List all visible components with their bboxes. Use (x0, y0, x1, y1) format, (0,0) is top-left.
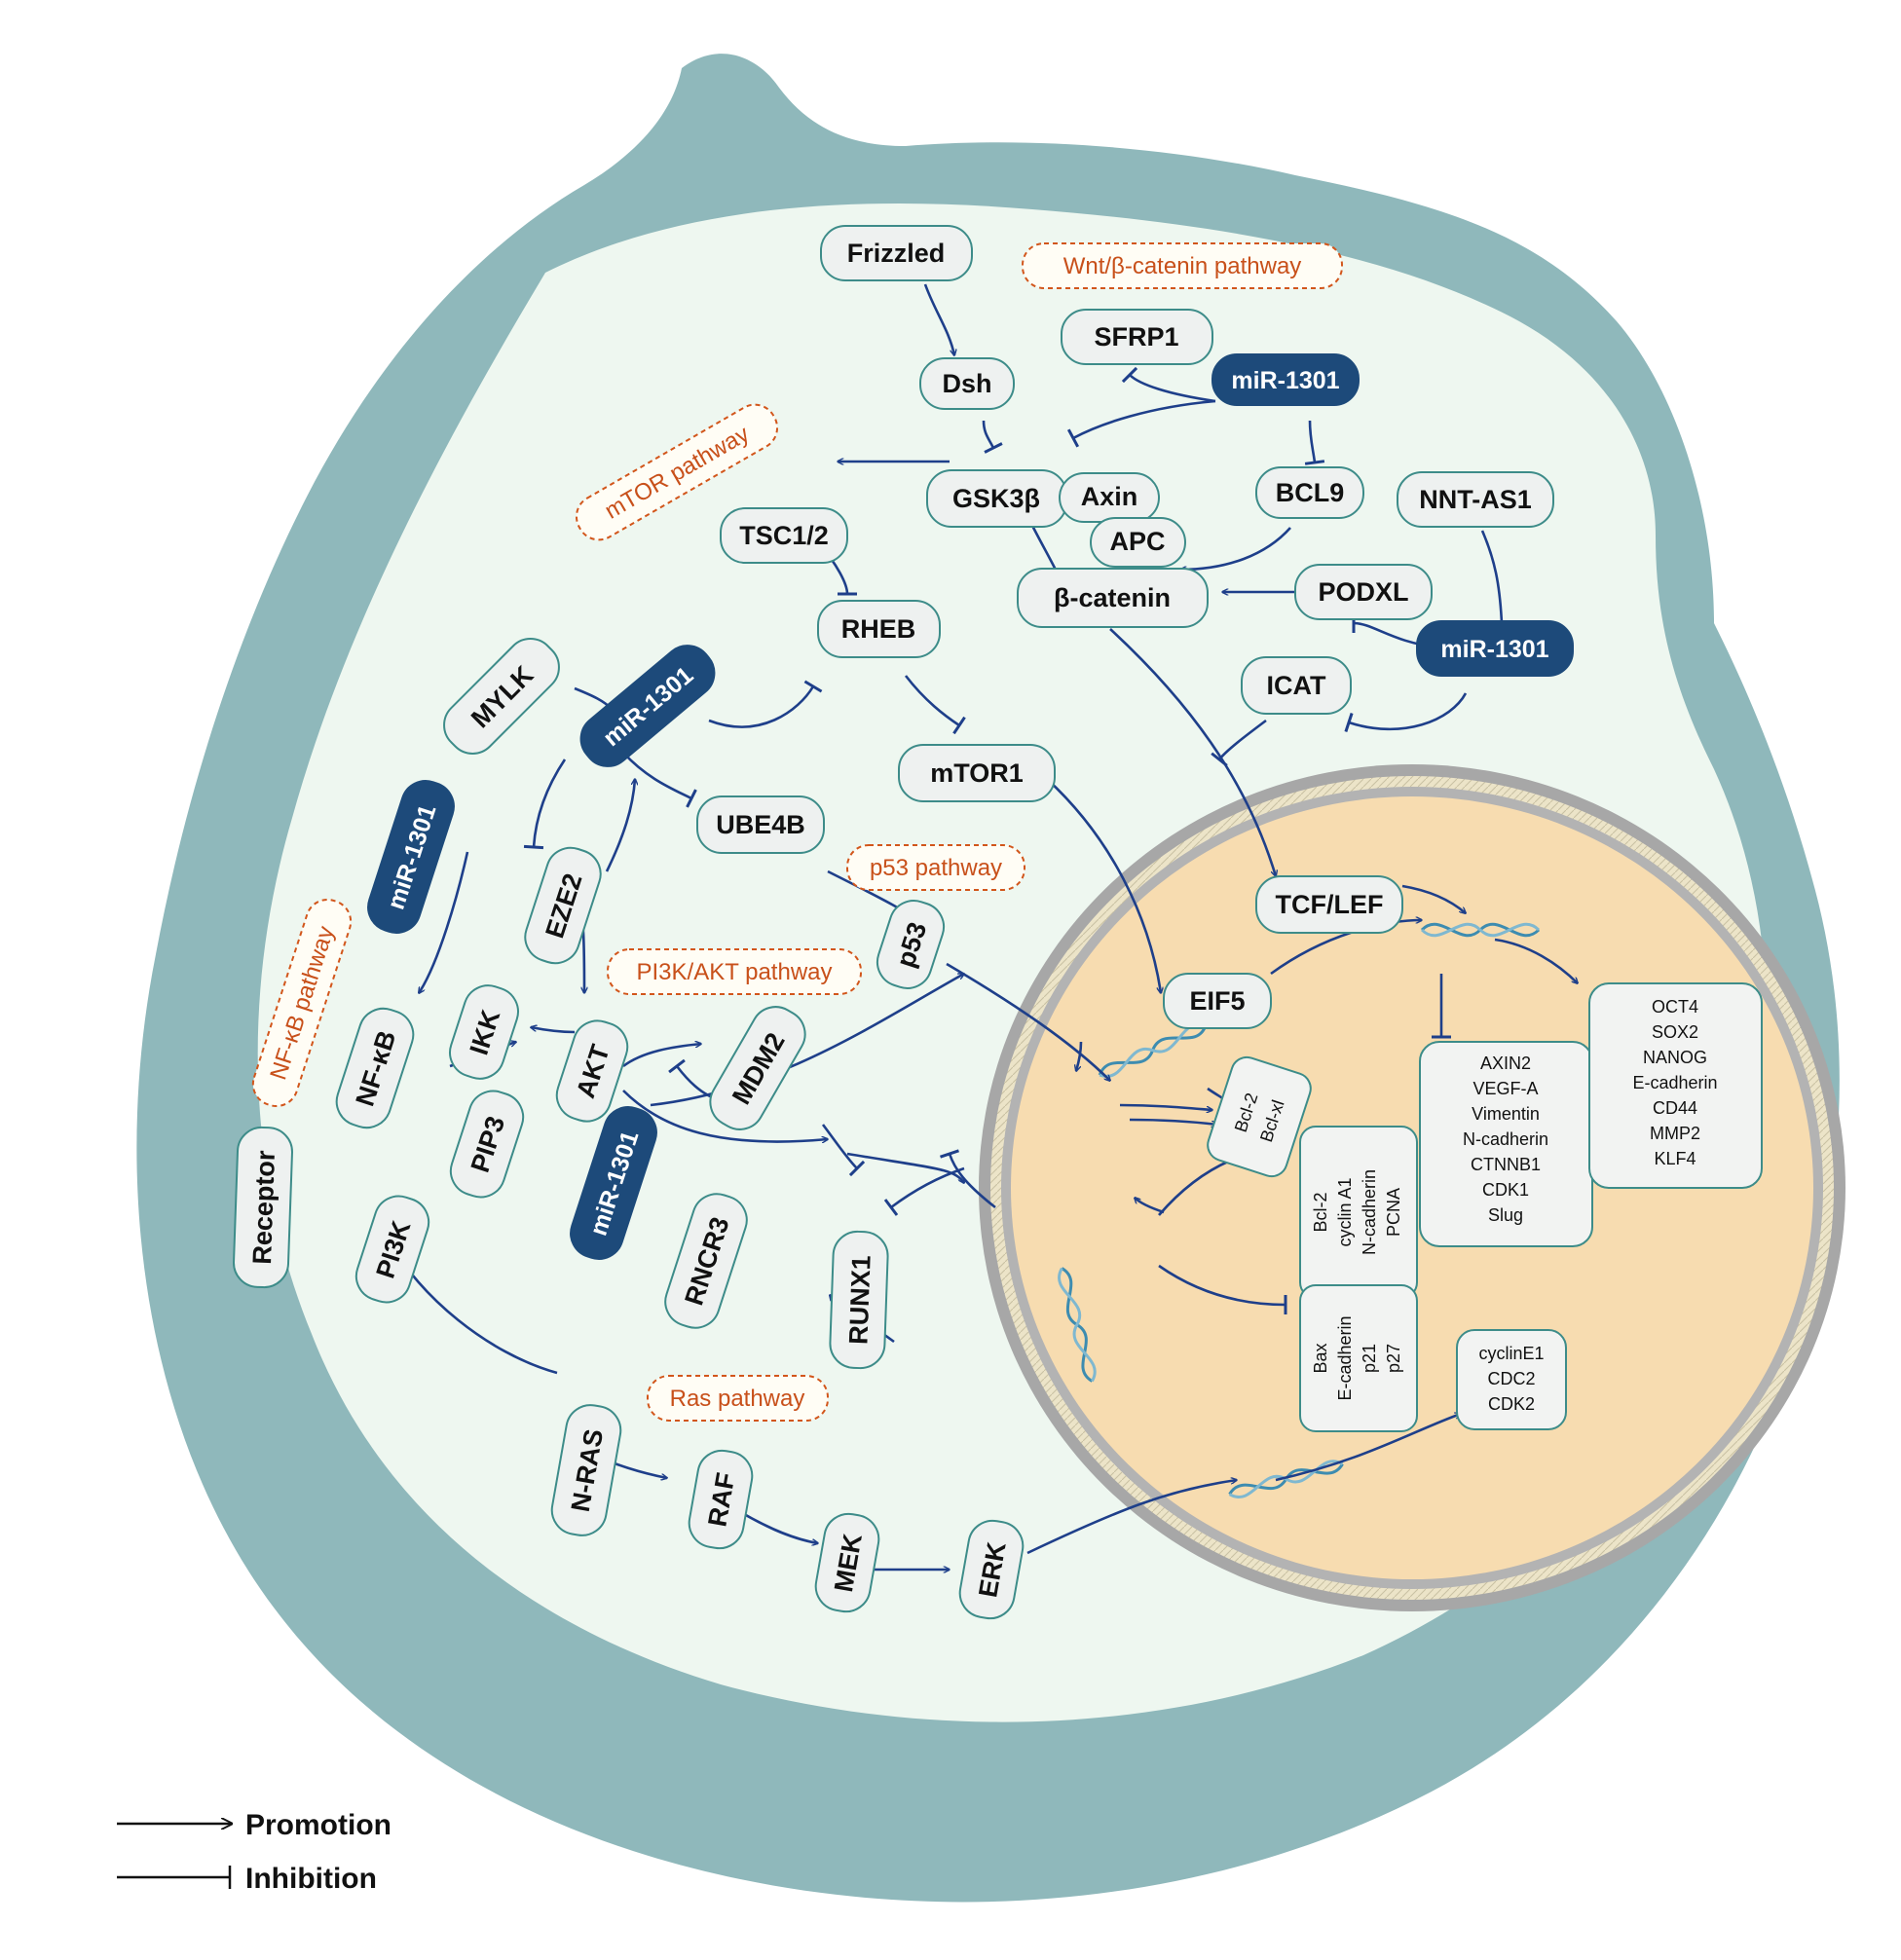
node-bcl9: BCL9 (1255, 466, 1364, 519)
node-podxl: PODXL (1294, 564, 1433, 620)
svg-text:miR-1301: miR-1301 (1231, 367, 1339, 394)
gene-box-bax: Bax E-cadherin p21 p27 (1299, 1284, 1418, 1432)
gene-box-bcl2-cyclin: Bcl-2 cyclin A1 N-cadherin PCNA (1299, 1126, 1418, 1299)
pathway-label-p53: p53 pathway (846, 844, 1025, 891)
node-nntas1: NNT-AS1 (1397, 471, 1554, 528)
node-pi3k: PI3K (354, 1195, 430, 1304)
svg-text:N-cadherin: N-cadherin (1463, 1129, 1548, 1149)
svg-text:p53 pathway: p53 pathway (870, 855, 1002, 881)
svg-text:Dsh: Dsh (942, 369, 991, 398)
dna-icon (1420, 922, 1541, 938)
node-mir1301-wnt: miR-1301 (1211, 353, 1360, 406)
svg-text:RHEB: RHEB (841, 614, 916, 644)
gene-box-bcl2-bclxl: Bcl-2 Bcl-xl (1207, 1055, 1312, 1178)
node-nras: N-RAS (550, 1404, 622, 1536)
node-mek: MEK (814, 1512, 880, 1613)
pathway-label-wnt: Wnt/β-catenin pathway (1022, 242, 1343, 289)
svg-text:CDC2: CDC2 (1487, 1369, 1535, 1388)
pathway-label-pi3k: PI3K/AKT pathway (607, 948, 862, 995)
node-ikk: IKK (449, 984, 519, 1080)
svg-text:p21: p21 (1360, 1344, 1379, 1373)
node-eif5: EIF5 (1163, 973, 1272, 1029)
svg-text:EIF5: EIF5 (1189, 986, 1245, 1016)
node-ube4b: UBE4B (696, 795, 825, 854)
node-mir1301-wnt-2: miR-1301 (1416, 620, 1574, 677)
node-rheb: RHEB (817, 600, 941, 658)
node-frizzled: Frizzled (820, 225, 973, 281)
svg-text:Wnt/β-catenin pathway: Wnt/β-catenin pathway (1063, 253, 1302, 279)
svg-text:MMP2: MMP2 (1650, 1124, 1700, 1143)
node-bcatenin: β-catenin (1017, 568, 1209, 628)
svg-text:SOX2: SOX2 (1652, 1022, 1698, 1042)
svg-text:Axin: Axin (1081, 482, 1138, 511)
node-runx1: RUNX1 (829, 1230, 889, 1370)
svg-text:PCNA: PCNA (1384, 1188, 1403, 1237)
svg-text:AXIN2: AXIN2 (1480, 1054, 1531, 1073)
svg-text:OCT4: OCT4 (1652, 997, 1698, 1017)
svg-text:CD44: CD44 (1653, 1098, 1697, 1118)
node-nfkb: NF-κB (335, 1007, 415, 1129)
node-apc: APC (1090, 517, 1186, 568)
svg-text:E-cadherin: E-cadherin (1632, 1073, 1717, 1092)
node-sfrp1: SFRP1 (1061, 309, 1213, 365)
node-akt: AKT (555, 1019, 629, 1123)
gene-box-cyclin: cyclinE1 CDC2 CDK2 (1456, 1329, 1567, 1430)
svg-text:Vimentin: Vimentin (1472, 1104, 1540, 1124)
svg-text:CDK1: CDK1 (1482, 1180, 1529, 1200)
svg-text:TSC1/2: TSC1/2 (739, 521, 829, 550)
svg-text:GSK3β: GSK3β (952, 484, 1040, 513)
node-gsk3b: GSK3β (926, 469, 1067, 528)
svg-text:APC: APC (1109, 527, 1165, 556)
svg-text:NNT-AS1: NNT-AS1 (1419, 485, 1532, 514)
node-eze2: EZE2 (524, 846, 602, 965)
legend: Promotion Inhibition (117, 1809, 391, 1895)
svg-text:Receptor: Receptor (247, 1150, 280, 1265)
node-p53: p53 (876, 900, 946, 989)
svg-text:N-cadherin: N-cadherin (1360, 1169, 1379, 1255)
svg-text:E-cadherin: E-cadherin (1335, 1315, 1355, 1400)
svg-text:Bax: Bax (1311, 1343, 1330, 1373)
svg-text:SFRP1: SFRP1 (1094, 322, 1178, 351)
svg-text:Bcl-2: Bcl-2 (1311, 1192, 1330, 1232)
svg-text:miR-1301: miR-1301 (1440, 636, 1548, 663)
svg-text:UBE4B: UBE4B (716, 810, 805, 839)
svg-text:VEGF-A: VEGF-A (1472, 1079, 1538, 1098)
legend-promotion-label: Promotion (245, 1809, 391, 1841)
dna-icon (1228, 1460, 1344, 1498)
svg-text:Ras pathway: Ras pathway (670, 1386, 805, 1412)
legend-inhibition-label: Inhibition (245, 1863, 377, 1895)
svg-text:KLF4: KLF4 (1654, 1149, 1696, 1168)
svg-text:CTNNB1: CTNNB1 (1471, 1155, 1541, 1174)
node-raf: RAF (688, 1449, 754, 1550)
node-icat: ICAT (1241, 656, 1352, 715)
node-mtor1: mTOR1 (898, 744, 1056, 802)
svg-text:TCF/LEF: TCF/LEF (1276, 890, 1384, 919)
gene-box-axin2: AXIN2 VEGF-A Vimentin N-cadherin CTNNB1 … (1419, 1041, 1593, 1247)
svg-text:β-catenin: β-catenin (1054, 583, 1171, 612)
svg-text:NANOG: NANOG (1643, 1048, 1707, 1067)
gene-box-oct4: OCT4 SOX2 NANOG E-cadherin CD44 MMP2 KLF… (1588, 982, 1763, 1189)
node-erk: ERK (958, 1519, 1025, 1620)
svg-text:PI3K/AKT pathway: PI3K/AKT pathway (637, 959, 833, 985)
svg-text:p27: p27 (1384, 1344, 1403, 1373)
svg-text:RUNX1: RUNX1 (843, 1255, 876, 1346)
svg-text:cyclinE1: cyclinE1 (1478, 1344, 1544, 1363)
svg-text:Frizzled: Frizzled (847, 239, 946, 268)
node-tsc12: TSC1/2 (720, 507, 848, 564)
node-pip3: PIP3 (449, 1090, 525, 1199)
svg-text:Slug: Slug (1488, 1205, 1523, 1225)
node-axin: Axin (1059, 472, 1160, 523)
svg-text:BCL9: BCL9 (1276, 478, 1345, 507)
pathway-label-ras: Ras pathway (647, 1375, 829, 1422)
svg-text:PODXL: PODXL (1318, 577, 1408, 607)
svg-text:CDK2: CDK2 (1488, 1394, 1535, 1414)
svg-text:ICAT: ICAT (1267, 671, 1326, 700)
node-tcflef: TCF/LEF (1255, 875, 1403, 934)
node-dsh: Dsh (919, 357, 1015, 410)
svg-text:mTOR1: mTOR1 (930, 758, 1024, 788)
svg-text:cyclin A1: cyclin A1 (1335, 1177, 1355, 1246)
node-receptor: Receptor (233, 1126, 293, 1289)
dna-icon (1058, 1267, 1097, 1383)
